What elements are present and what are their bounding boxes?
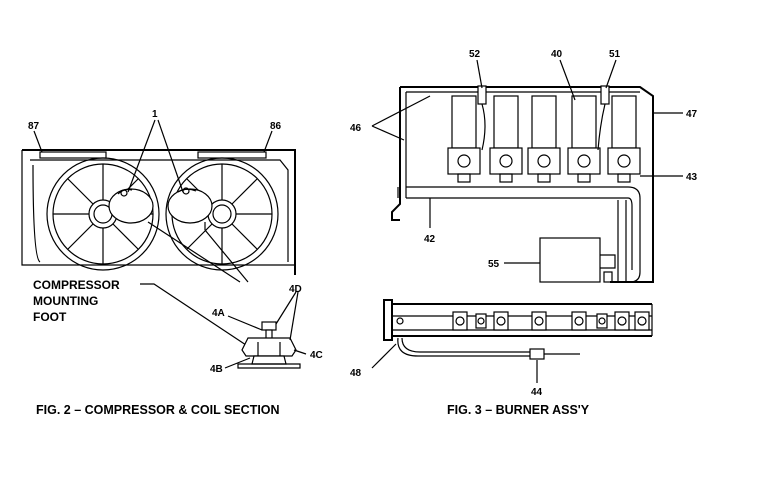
callout-1: 1 <box>152 109 158 120</box>
callout-40: 40 <box>551 49 563 60</box>
burner-3 <box>527 95 561 183</box>
burner-2 <box>489 95 523 183</box>
burner-1 <box>447 95 481 183</box>
mounting-foot-detail <box>224 291 307 369</box>
leader-87 <box>33 130 43 153</box>
callout-51: 51 <box>609 49 621 60</box>
burner-5 <box>607 95 641 183</box>
callout-42: 42 <box>424 234 436 245</box>
foot-label-line-2: MOUNTING <box>33 294 98 308</box>
callout-4B: 4B <box>210 364 223 375</box>
leader-86 <box>263 130 273 153</box>
fig3-leaders <box>371 59 683 383</box>
compressor-right <box>167 187 213 230</box>
coil-cabinet <box>21 149 296 275</box>
foot-label-line-3: FOOT <box>33 310 67 324</box>
gas-valve-55 <box>539 237 616 283</box>
callout-1-leaders <box>127 119 184 193</box>
callout-4D: 4D <box>289 284 302 295</box>
fig3-caption: FIG. 3 – BURNER ASS'Y <box>447 403 590 417</box>
callout-4C: 4C <box>310 350 323 361</box>
flame-sensor-51 <box>597 85 610 151</box>
callout-4A: 4A <box>212 308 225 319</box>
callout-87: 87 <box>28 121 40 132</box>
foot-label-leader <box>140 283 247 346</box>
callout-48: 48 <box>350 368 362 379</box>
fig3-burner-assembly: 52 40 51 46 47 43 42 55 48 44 FIG. 3 – B… <box>350 49 698 417</box>
callout-46: 46 <box>350 123 362 134</box>
callout-47: 47 <box>686 109 698 120</box>
foot-label-line-1: COMPRESSOR <box>33 278 120 292</box>
callout-43: 43 <box>686 172 698 183</box>
manifold-assembly <box>383 299 653 360</box>
callout-86: 86 <box>270 121 282 132</box>
callout-55: 55 <box>488 259 500 270</box>
callout-52: 52 <box>469 49 481 60</box>
igniter-52 <box>477 85 487 151</box>
callout-44: 44 <box>531 387 543 398</box>
mounting-foot-leaders <box>147 221 249 283</box>
fig2-compressor-coil-section: 1 87 86 4D 4A 4B 4C COMPRESSOR MOUNTING … <box>21 109 323 417</box>
burner-4 <box>567 95 601 183</box>
fig2-caption: FIG. 2 – COMPRESSOR & COIL SECTION <box>36 403 280 417</box>
compressor-left <box>108 188 154 224</box>
